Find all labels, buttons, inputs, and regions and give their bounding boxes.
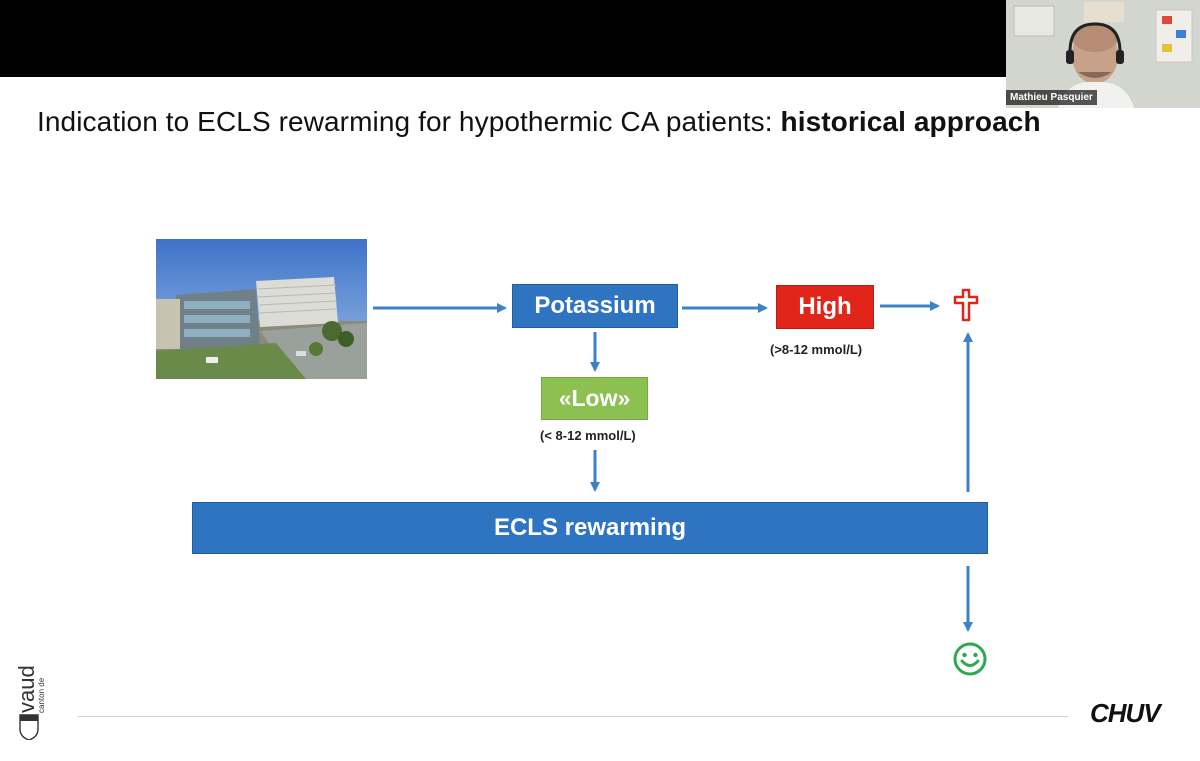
vaud-small-text: canton de: [37, 677, 46, 713]
canton-vaud-logo: canton de vaud: [14, 655, 50, 741]
webcam-name-label: Mathieu Pasquier: [1006, 90, 1097, 105]
hospital-photo: [156, 239, 367, 379]
webcam-overlay[interactable]: Mathieu Pasquier: [1006, 0, 1200, 108]
top-black-bar: [0, 0, 1200, 77]
smiley-face-icon: [953, 642, 987, 676]
ecls-rewarming-box: ECLS rewarming: [192, 502, 988, 554]
high-box: High: [776, 285, 874, 329]
slide-title: Indication to ECLS rewarming for hypothe…: [37, 106, 1041, 138]
low-threshold-label: (< 8-12 mmol/L): [540, 428, 636, 443]
death-cross-icon: [953, 288, 979, 322]
slide-title-normal: Indication to ECLS rewarming for hypothe…: [37, 106, 781, 137]
chuv-logo: CHUV: [1090, 698, 1161, 728]
vaud-big-text: vaud: [14, 665, 39, 713]
webcam-video: [1006, 0, 1200, 108]
footer-divider: [78, 716, 1068, 717]
potassium-box: Potassium: [512, 284, 678, 328]
high-threshold-label: (>8-12 mmol/L): [770, 342, 863, 357]
low-box: «Low»: [541, 377, 648, 420]
slide-title-bold: historical approach: [780, 106, 1041, 137]
vaud-shield-icon: canton de vaud: [14, 665, 46, 741]
